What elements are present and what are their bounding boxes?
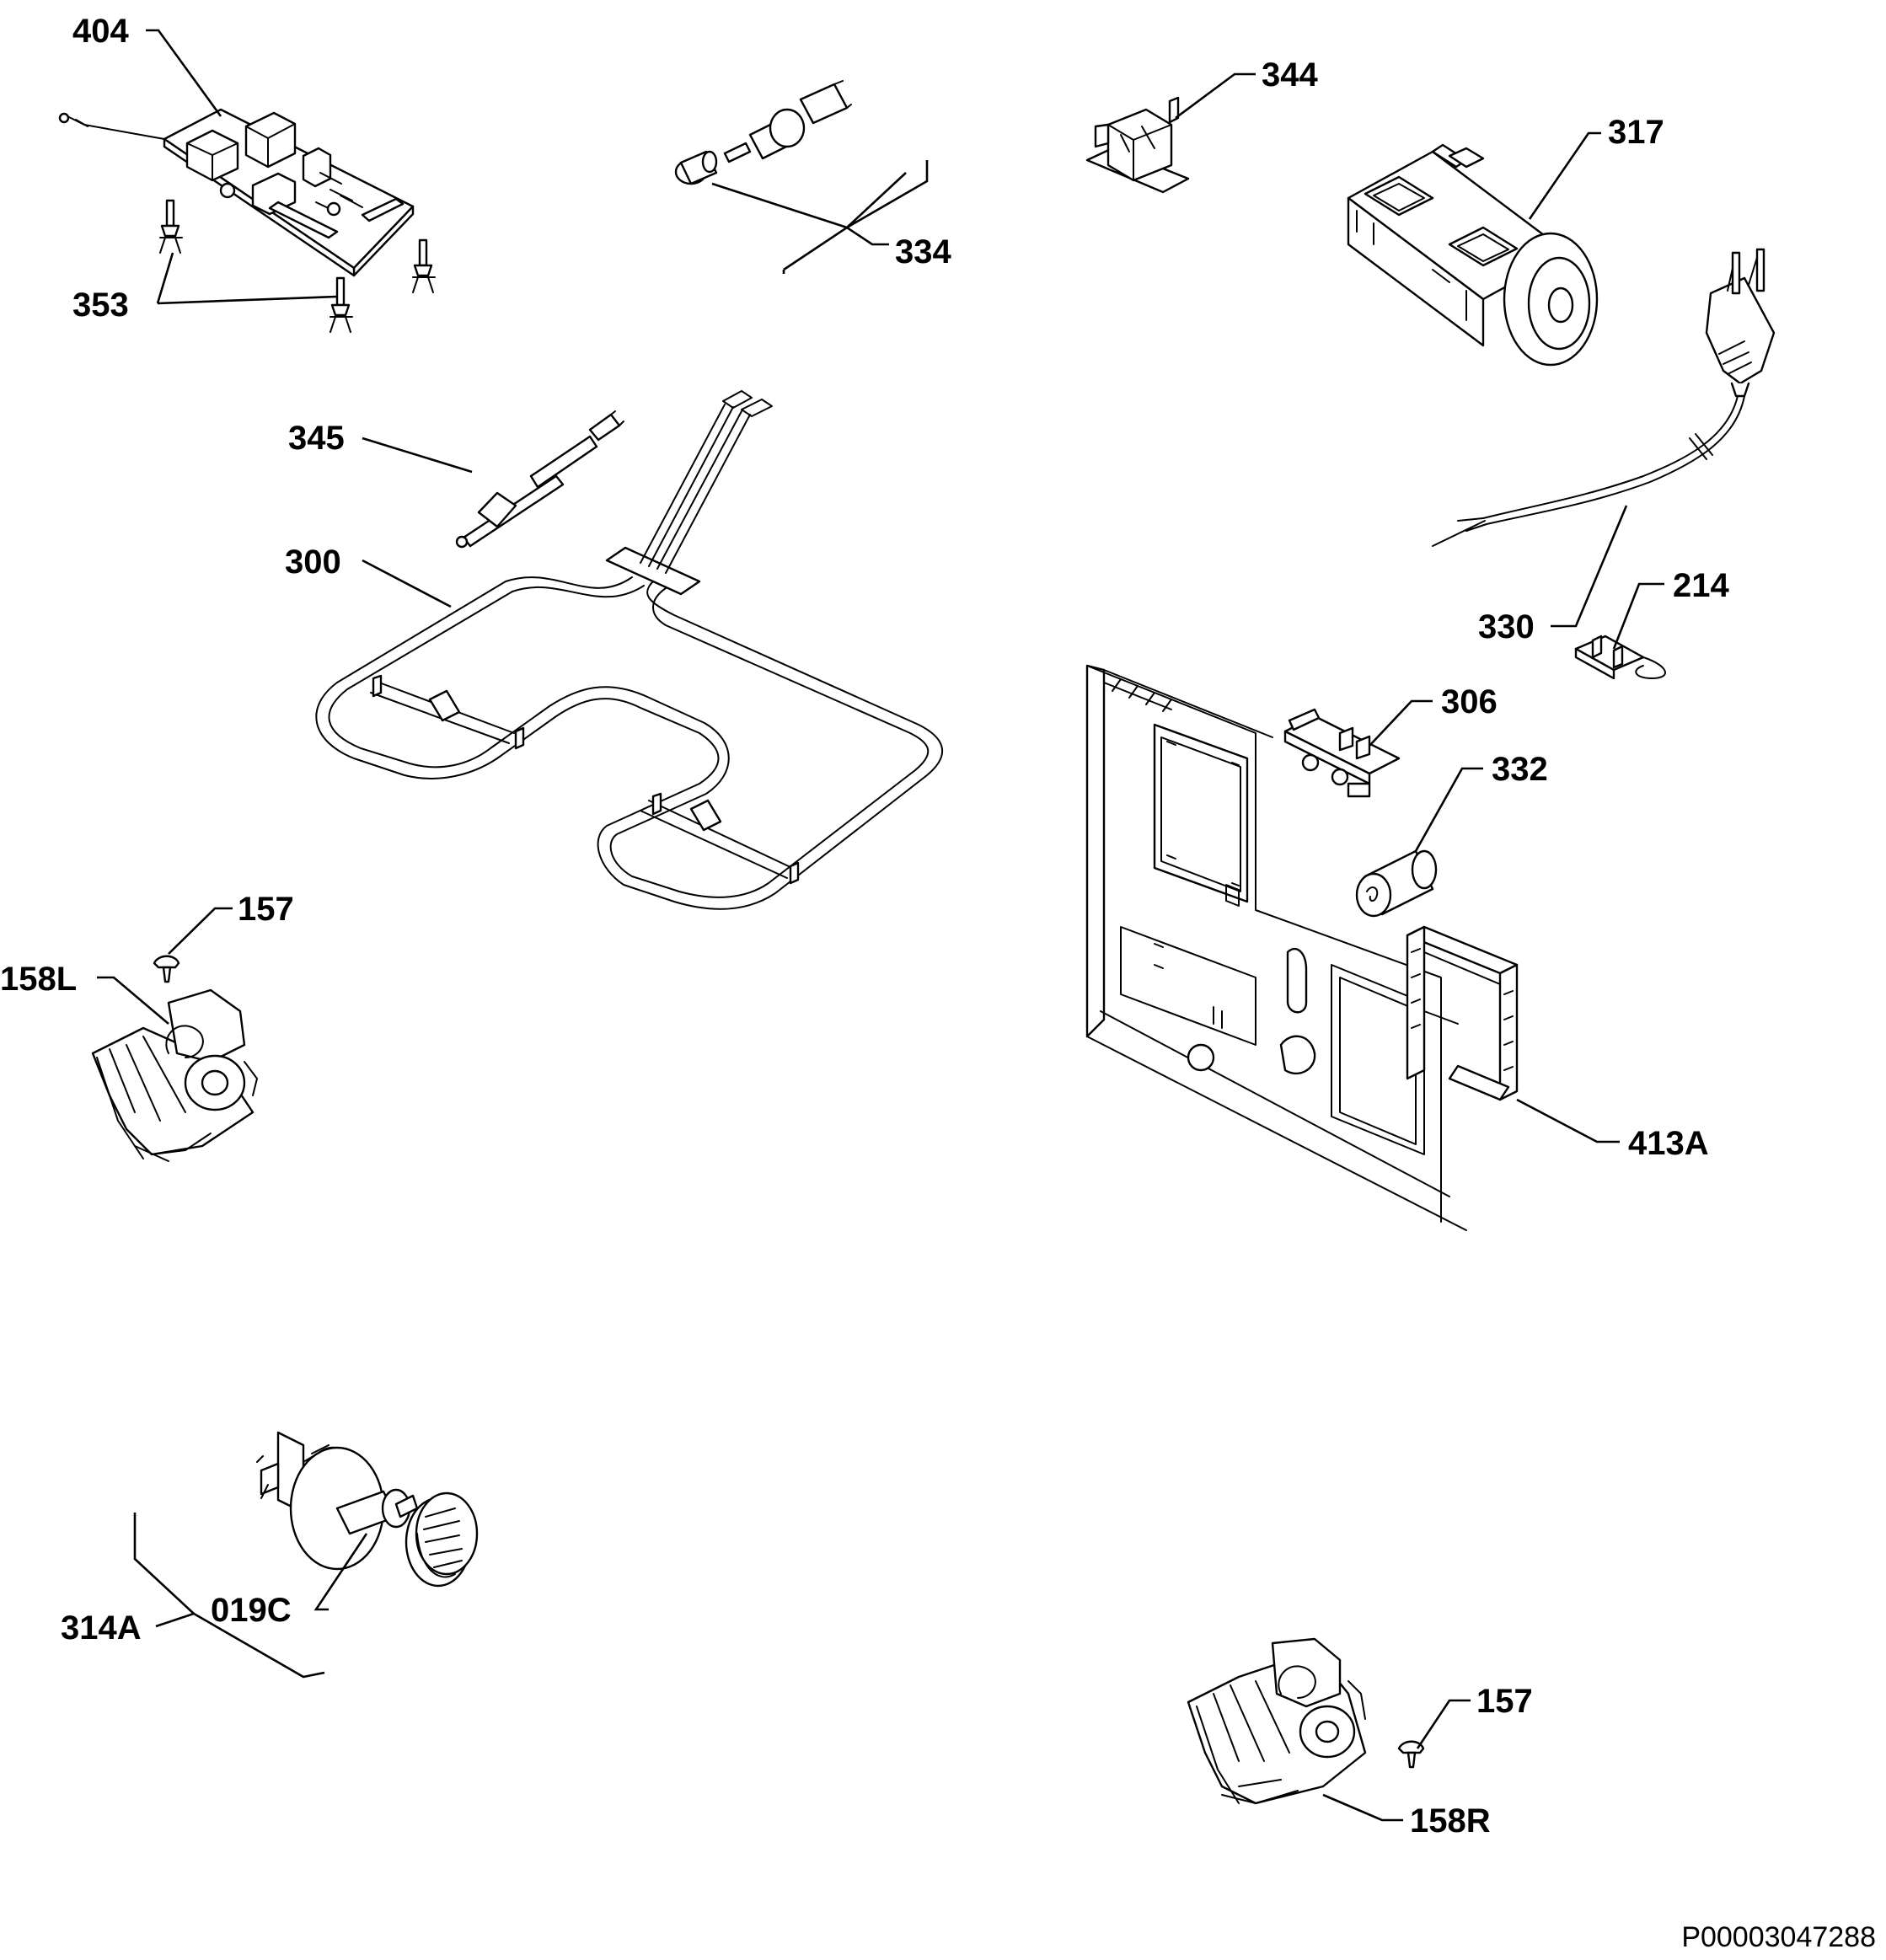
- part-number-019C: 019C: [211, 1592, 292, 1629]
- part-number-300: 300: [285, 544, 341, 581]
- supply-cable-drawing: [1432, 248, 1776, 547]
- control-knob-drawing: [405, 1491, 479, 1588]
- capacitor-drawing: [1355, 849, 1438, 918]
- part-number-353: 353: [72, 287, 129, 324]
- terminal-block-drawing: [1283, 708, 1401, 798]
- heating-element-drawing: [315, 390, 944, 910]
- leader-lines: [97, 29, 1664, 1822]
- part-number-306: 306: [1441, 683, 1498, 720]
- part-number-334: 334: [895, 233, 951, 270]
- frame-bracket-drawing: [1406, 925, 1519, 1101]
- hinge-right-drawing: [1187, 1637, 1367, 1805]
- terminal-block-small-drawing: [1574, 635, 1666, 680]
- part-number-404: 404: [72, 13, 129, 50]
- part-number-345: 345: [288, 420, 345, 457]
- selector-switch-drawing: [256, 1431, 419, 1571]
- part-number-214: 214: [1673, 567, 1729, 604]
- part-number-317: 317: [1608, 114, 1664, 151]
- screw-left-drawing: [153, 955, 180, 983]
- hinge-left-drawing: [91, 988, 258, 1162]
- part-number-157-left: 157: [238, 891, 294, 928]
- diagram-reference-code: P00003047288: [1681, 1921, 1876, 1953]
- part-number-413A: 413A: [1628, 1125, 1709, 1162]
- part-number-332: 332: [1492, 751, 1548, 788]
- electronic-board-drawing: [58, 108, 415, 277]
- lamp-assembly-drawing: [674, 80, 852, 185]
- temperature-sensor-drawing: [455, 410, 624, 549]
- part-number-158R: 158R: [1410, 1802, 1491, 1840]
- part-number-157-right: 157: [1476, 1683, 1533, 1720]
- part-labels: 404 353 334 344 317 345 300 330 214 306 …: [0, 13, 1876, 1953]
- part-number-314A: 314A: [61, 1609, 142, 1647]
- fan-motor-drawing: [1347, 143, 1599, 367]
- board-support-pins-drawing: [159, 199, 436, 333]
- part-number-330: 330: [1478, 608, 1535, 645]
- screw-right-drawing: [1397, 1740, 1425, 1769]
- part-number-344: 344: [1262, 56, 1318, 94]
- back-panel-drawing: [1085, 664, 1467, 1231]
- part-number-158L: 158L: [0, 961, 77, 998]
- safety-thermostat-drawing: [1085, 96, 1190, 194]
